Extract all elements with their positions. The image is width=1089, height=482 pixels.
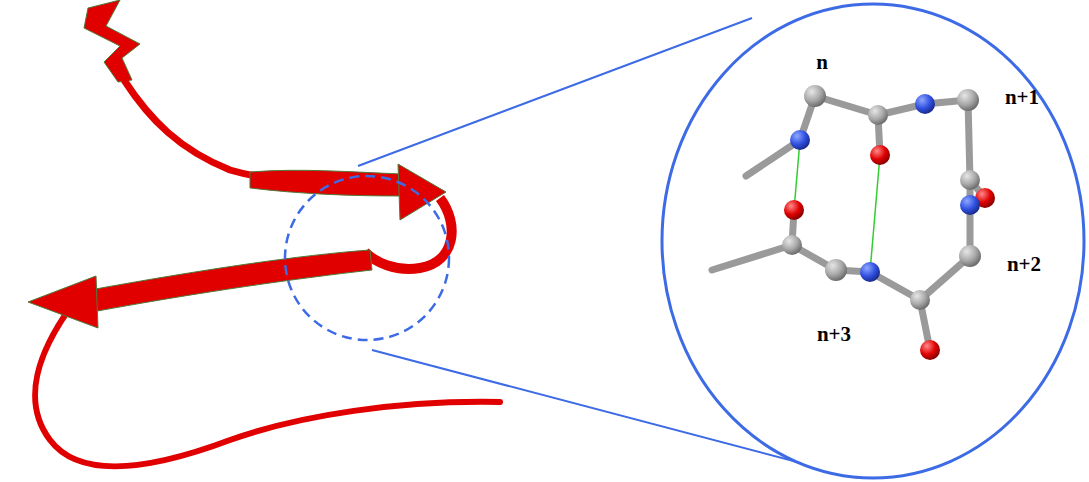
hydrogen-bond <box>794 140 800 210</box>
hydrogen-bond <box>870 155 880 272</box>
carbon-atom <box>868 105 888 125</box>
carbon-atom <box>959 245 981 267</box>
carbon-atom <box>910 290 930 310</box>
strand <box>124 80 400 182</box>
turn-loop <box>365 198 452 269</box>
helix-twist <box>84 0 140 82</box>
atoms <box>782 85 995 360</box>
oxygen-atom <box>870 145 890 165</box>
strand-arrowhead <box>28 276 98 328</box>
residue-label: n+1 <box>1005 85 1039 110</box>
carbon-atom <box>957 89 979 111</box>
carbon-atom <box>960 170 980 190</box>
coil <box>35 308 500 466</box>
zoom-ellipse <box>662 4 1084 478</box>
oxygen-atom <box>920 340 940 360</box>
nitrogen-atom <box>915 94 935 114</box>
carbon-atom <box>825 259 847 281</box>
carbon-atom <box>782 235 802 255</box>
protein-ribbon <box>28 0 500 466</box>
strand-arrowhead <box>398 164 446 220</box>
bond-sticks <box>712 96 985 350</box>
nitrogen-atom <box>790 130 810 150</box>
beta-strand <box>250 170 402 196</box>
nitrogen-atom <box>860 262 880 282</box>
nitrogen-atom <box>960 195 980 215</box>
residue-label: n+3 <box>817 322 851 347</box>
zoom-circle <box>285 176 449 340</box>
carbon-atom <box>804 85 826 107</box>
residue-label: n <box>816 50 828 75</box>
oxygen-atom <box>784 200 804 220</box>
residue-label: n+2 <box>1007 252 1041 277</box>
beta-strand <box>90 250 372 312</box>
